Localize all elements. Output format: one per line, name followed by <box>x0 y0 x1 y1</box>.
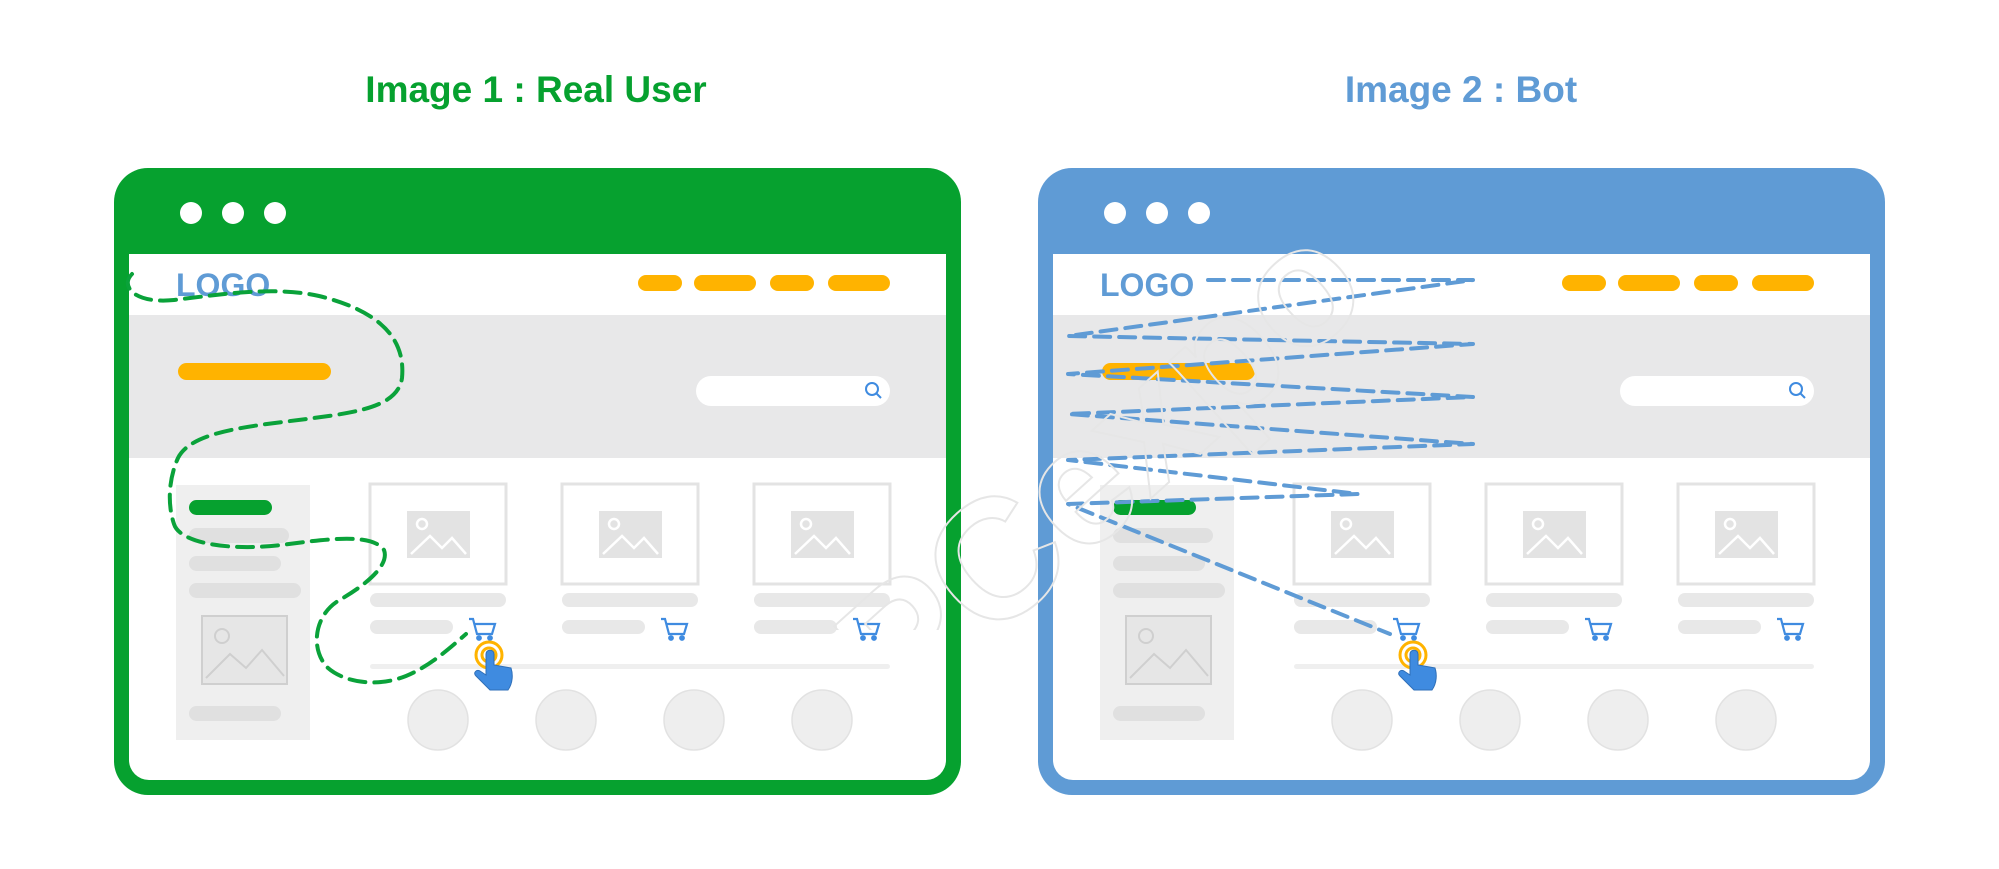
window-dot-icon <box>222 202 244 224</box>
image-placeholder-icon <box>791 511 854 558</box>
nav-item <box>1618 275 1680 291</box>
image-placeholder-icon <box>1125 615 1212 685</box>
nav-item <box>1694 275 1738 291</box>
nav-item <box>1752 275 1814 291</box>
cart-icon <box>1777 617 1805 641</box>
image-placeholder-icon <box>1523 511 1586 558</box>
sidebar-active-item <box>189 500 272 515</box>
nav-item <box>828 275 890 291</box>
product-card <box>560 482 700 641</box>
image-placeholder-icon <box>1715 511 1778 558</box>
window-dot-icon <box>1188 202 1210 224</box>
bot-panel: LOGO <box>1038 168 1885 795</box>
image-placeholder-icon <box>1331 511 1394 558</box>
product-card <box>1676 482 1816 641</box>
cart-icon <box>469 617 497 641</box>
cart-icon <box>1585 617 1613 641</box>
product-card <box>752 482 892 641</box>
real-user-panel: LOGO <box>114 168 961 795</box>
image-placeholder-icon <box>201 615 288 685</box>
search-input <box>1620 376 1814 406</box>
divider <box>370 664 890 669</box>
hero-headline-bar <box>178 363 331 380</box>
nav-item <box>694 275 756 291</box>
logo: LOGO <box>1100 267 1194 303</box>
sidebar <box>176 485 310 740</box>
window-dot-icon <box>180 202 202 224</box>
product-grid <box>368 482 892 641</box>
sidebar-active-item <box>1113 500 1196 515</box>
cart-icon <box>853 617 881 641</box>
nav-menu <box>638 275 890 291</box>
divider <box>1294 664 1814 669</box>
product-card <box>368 482 508 641</box>
product-card <box>1292 482 1432 641</box>
search-icon <box>865 382 882 399</box>
window-dot-icon <box>264 202 286 224</box>
sidebar <box>1100 485 1234 740</box>
nav-item <box>770 275 814 291</box>
cart-icon <box>1393 617 1421 641</box>
search-icon <box>1789 382 1806 399</box>
nav-item <box>638 275 682 291</box>
product-grid <box>1292 482 1816 641</box>
search-input <box>696 376 890 406</box>
bot-path <box>1066 278 1475 636</box>
window-dot-icon <box>1146 202 1168 224</box>
tap-hand-icon <box>1398 640 1437 691</box>
product-card <box>1484 482 1624 641</box>
cart-icon <box>661 617 689 641</box>
mouse-path <box>125 272 468 685</box>
tap-hand-icon <box>474 640 513 691</box>
image-placeholder-icon <box>407 511 470 558</box>
image-placeholder-icon <box>599 511 662 558</box>
carousel-dots <box>407 689 853 751</box>
nav-item <box>1562 275 1606 291</box>
carousel-dots <box>1331 689 1777 751</box>
title-bot: Image 2 : Bot <box>1344 69 1578 110</box>
nav-menu <box>1562 275 1814 291</box>
window-dot-icon <box>1104 202 1126 224</box>
title-real-user: Image 1 : Real User <box>365 69 707 110</box>
